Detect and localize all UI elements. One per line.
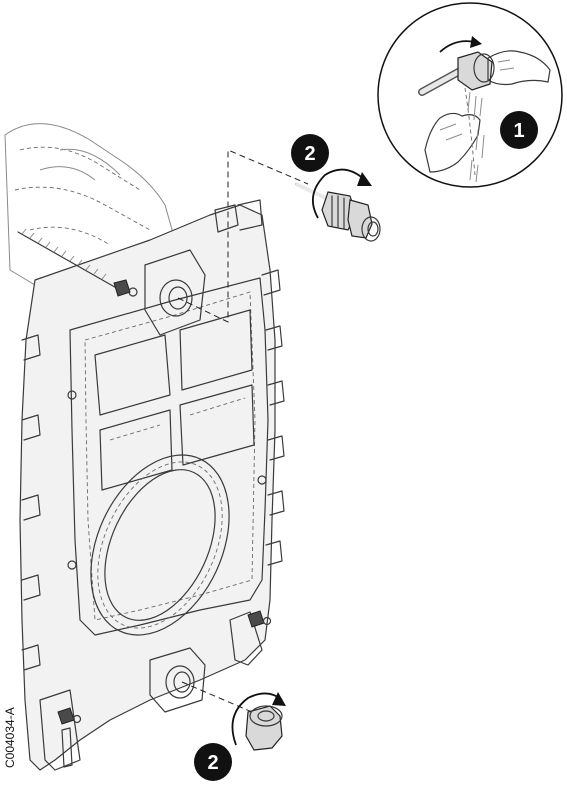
rotate-arrow-icon (311, 168, 366, 219)
lower-drain-plug (231, 692, 286, 751)
arrow-head-icon (357, 172, 372, 186)
rotate-arrow-icon (231, 692, 283, 746)
inset-detail-circle (377, 2, 563, 188)
svg-text:2: 2 (304, 143, 315, 165)
assembly-guide-lines (177, 149, 309, 713)
heat-exchanger-body (4, 123, 285, 771)
upper-drain-valve (295, 168, 381, 242)
arrow-head-icon (272, 692, 286, 706)
svg-text:2: 2 (207, 752, 218, 774)
figure-reference-code: C004034-A (3, 707, 17, 768)
svg-text:1: 1 (513, 120, 524, 142)
step-badge-2-lower: 2 (194, 743, 232, 781)
step-badge-2-upper: 2 (291, 134, 329, 172)
step-badge-1: 1 (500, 111, 538, 149)
